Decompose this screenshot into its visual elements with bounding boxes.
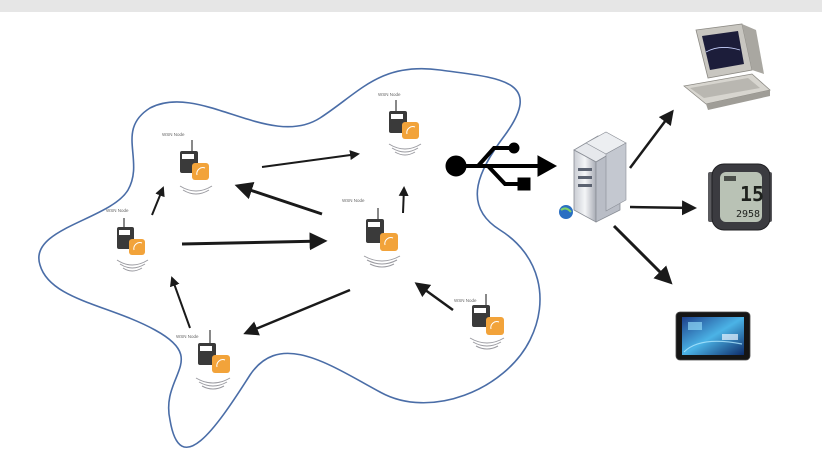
- arrow-node4-to-node3: [398, 186, 409, 214]
- watch-display-bottom: 2958: [736, 209, 760, 220]
- node-label: WSN Node: [378, 92, 401, 97]
- server-icon: [559, 131, 627, 223]
- output-arrows: [612, 109, 697, 285]
- arrow-node2-to-node3: [261, 150, 360, 168]
- wsn-node-4: WSN Node: [342, 198, 401, 268]
- wsn-node-5: WSN Node: [454, 294, 505, 350]
- usb-icon: [445, 142, 558, 191]
- node-label: WSN Node: [162, 132, 185, 137]
- digital-watch-icon: 15 2958: [708, 163, 772, 231]
- wsn-node-3: WSN Node: [378, 92, 422, 156]
- node-label: WSN Node: [454, 298, 477, 303]
- arrow-server-to-computer: [629, 109, 674, 169]
- retro-computer-icon: [683, 23, 771, 110]
- arrow-server-to-watch: [629, 200, 697, 216]
- wsn-node-6: WSN Node: [176, 330, 231, 390]
- node-label: WSN Node: [342, 198, 365, 203]
- node-label: WSN Node: [106, 208, 129, 213]
- node-arrows: [151, 150, 454, 336]
- node-label: WSN Node: [176, 334, 199, 339]
- arrow-node1-to-node4: [181, 232, 328, 251]
- network-cloud-outline: [38, 68, 541, 448]
- arrow-node6-to-node1: [170, 276, 191, 329]
- arrow-node1-to-node2: [151, 186, 165, 216]
- arrow-node4-to-node2: [234, 182, 323, 216]
- arrow-server-to-tablet: [612, 224, 673, 285]
- top-strip: [0, 0, 822, 12]
- wsn-node-1: WSN Node: [106, 208, 149, 272]
- arrow-node4-to-node6: [243, 288, 351, 336]
- arrow-node5-to-node4: [414, 282, 454, 312]
- wsn-node-2: WSN Node: [162, 132, 213, 195]
- tablet-icon: [675, 311, 751, 361]
- watch-display-top: 15: [740, 182, 764, 206]
